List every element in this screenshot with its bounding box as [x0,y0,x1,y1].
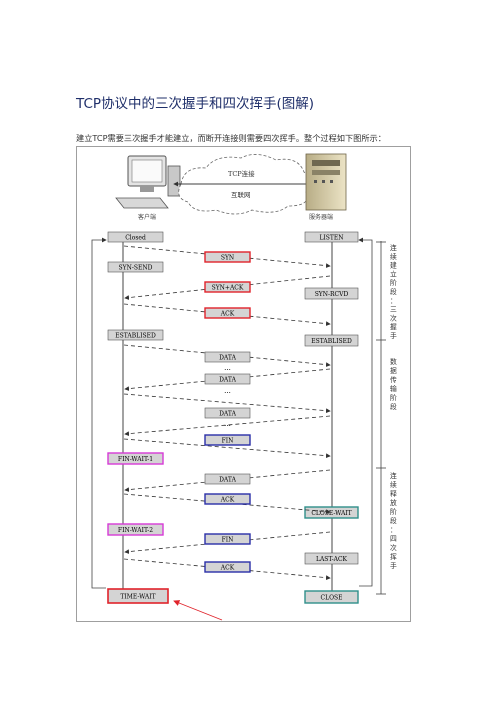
server-state-syn-rcvd [304,287,359,300]
client-state-syn-send [107,261,164,273]
msg-data4-box [204,473,251,485]
internet-cloud-icon [173,154,317,215]
msg-ack3-label: ACK [220,565,235,572]
msg-ack2-box [204,493,251,505]
msg-ack2-label: ACK [220,497,235,504]
phase-release-label: 连续释放阶段：四次挥手 [390,471,397,570]
client-label: 客户端 [138,213,156,221]
msg-syn-ack-box [204,281,251,293]
client-state-fin-wait-1-label: FIN-WAIT-1 [118,456,153,463]
msg-fin2-label: FIN [222,537,234,544]
msg-fin2-box [204,533,251,545]
server-label: 服务器端 [309,213,333,221]
server-state-close-wait [304,506,359,519]
page-title: TCP协议中的三次握手和四次挥手(图解) [76,96,315,112]
msg-data3-label: DATA [219,411,236,418]
msg-syn-label: SYN [221,255,234,262]
cloud-top-label: TCP连接 [228,169,255,178]
server-loop-arrow [358,237,373,587]
client-state-time-wait-label: TIME-WAIT [120,594,155,601]
msg-ack1-box [204,307,251,319]
server-state-established-label: ESTABLISED [311,338,352,345]
client-state-established-label: ESTABLISED [115,333,156,340]
server-state-close-wait-label: CLOSE-WAIT [311,510,351,517]
tcp-diagram: 客户端 TCP连接 互联网 服务器端 连续建立阶段：三次握手 数据传输阶段 连续… [76,146,411,622]
client-state-closed-label: Closed [125,235,146,242]
msg-ack1-label: ACK [220,311,235,318]
server-icon [305,153,347,211]
server-state-last-ack-label: LAST-ACK [316,556,348,563]
msg-syn-ack-label: SYN+ACK [212,285,244,292]
message-arrows [123,245,331,581]
server-state-syn-rcvd-label: SYN-RCVD [315,291,349,298]
time-wait-annotation-arrow [173,600,223,621]
client-state-fin-wait-2 [107,523,164,536]
phase-brackets [376,241,386,595]
server-state-close-label: CLOSE [321,595,343,602]
cloud-bottom-label: 互联网 [231,190,251,199]
msg-ellipsis-1: ... [224,364,231,372]
server-state-last-ack [304,552,359,565]
client-loop-arrow [91,237,107,589]
server-state-listen [304,231,359,243]
msg-fin1-box [204,434,251,446]
msg-ellipsis-3: ... [224,420,231,428]
msg-data1-box [204,351,251,363]
client-state-fin-wait-1 [107,452,164,465]
msg-data4-label: DATA [219,477,236,484]
server-state-listen-label: LISTEN [319,235,343,242]
msg-data1-label: DATA [219,355,236,362]
client-state-established [107,329,164,341]
phase-establish-label: 连续建立阶段：三次握手 [390,243,397,340]
intro-paragraph: 建立TCP需要三次握手才能建立，而断开连接则需要四次挥手。整个过程如下图所示： [76,133,386,143]
msg-ack3-box [204,561,251,573]
server-state-established [304,334,359,347]
client-state-fin-wait-2-label: FIN-WAIT-2 [118,527,153,534]
msg-ellipsis-2: ... [224,387,231,395]
msg-data3-box [204,407,251,419]
msg-fin1-label: FIN [222,438,234,445]
client-computer-icon [115,155,181,209]
client-state-time-wait [107,588,169,604]
msg-syn-box [204,251,251,263]
msg-data2-label: DATA [219,377,236,384]
server-state-close [304,590,359,604]
msg-data2-box [204,373,251,385]
client-state-syn-send-label: SYN-SEND [119,265,153,272]
phase-transfer-label: 数据传输阶段 [390,357,397,411]
client-state-closed [107,231,164,243]
